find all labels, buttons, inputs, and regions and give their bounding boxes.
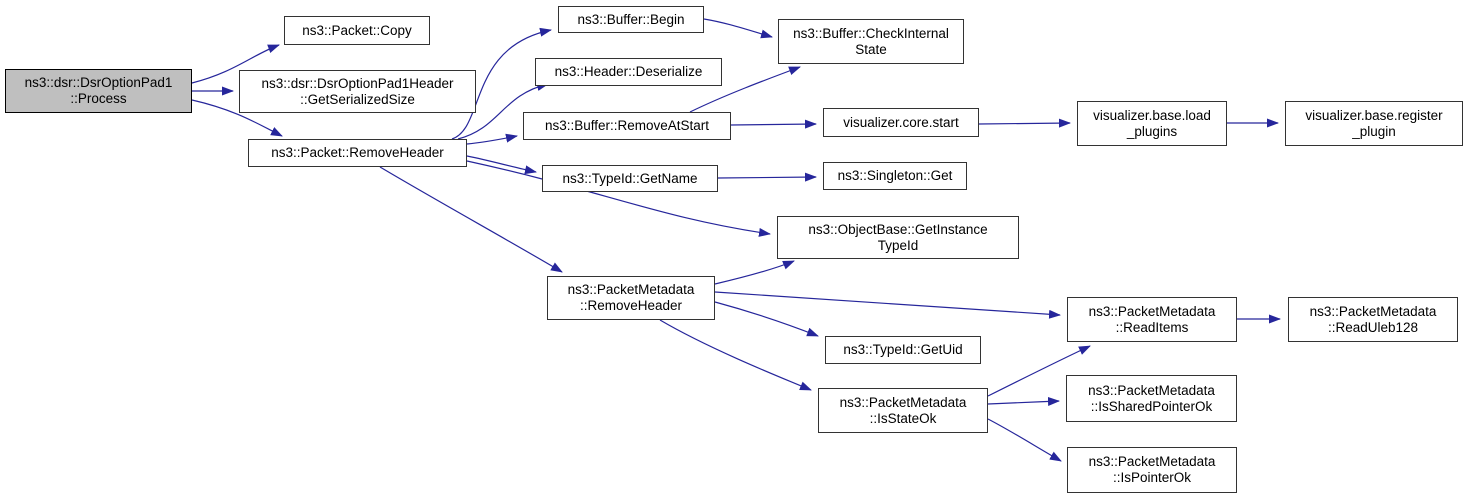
node-buffer-remove-at-start[interactable]: ns3::Buffer::RemoveAtStart <box>523 112 731 140</box>
edge-packet-metadata-is-state-ok--packet-metadata-is-pointer-ok <box>987 418 1062 462</box>
node-packet-metadata-remove-header[interactable]: ns3::PacketMetadata::RemoveHeader <box>547 276 715 320</box>
node-typeid-get-name[interactable]: ns3::TypeId::GetName <box>542 165 718 192</box>
edge-buffer-remove-at-start--buffer-check-internal-state <box>689 66 801 113</box>
edge-packet-metadata-remove-header--packet-metadata-is-state-ok <box>659 319 812 391</box>
node-packet-metadata-is-state-ok[interactable]: ns3::PacketMetadata::IsStateOk <box>818 388 988 433</box>
node-label-line: ns3::TypeId::GetUid <box>843 342 963 357</box>
node-typeid-get-uid[interactable]: ns3::TypeId::GetUid <box>825 336 981 364</box>
edge-typeid-get-name--singleton-get <box>717 172 817 182</box>
node-label-line: ::RemoveHeader <box>579 298 683 313</box>
node-label-line: ns3::dsr::DsrOptionPad1Header <box>261 75 454 91</box>
node-packet-copy[interactable]: ns3::Packet::Copy <box>284 16 430 45</box>
edge-packet-metadata-is-state-ok--packet-metadata-is-shared-pointer-ok <box>987 396 1060 406</box>
edge-packet-remove-header--header-deserialize <box>457 82 549 140</box>
edge-packet-remove-header--objectbase-get-instance-typeid <box>466 160 771 237</box>
edge-buffer-begin--buffer-check-internal-state <box>703 18 773 39</box>
node-label-line: ns3::Singleton::Get <box>837 168 953 183</box>
node-get-serialized-size[interactable]: ns3::dsr::DsrOptionPad1Header::GetSerial… <box>239 70 476 113</box>
edge-dsr-option-pad1-process--packet-copy <box>191 44 280 84</box>
edge-packet-remove-header--packet-metadata-remove-header <box>379 166 563 273</box>
node-label-line: ns3::PacketMetadata <box>1088 303 1216 319</box>
node-label-line: ns3::ObjectBase::GetInstance <box>808 221 988 237</box>
node-packet-metadata-is-pointer-ok[interactable]: ns3::PacketMetadata::IsPointerOk <box>1067 447 1237 493</box>
node-label-line: ns3::Packet::RemoveHeader <box>271 145 444 160</box>
node-buffer-begin[interactable]: ns3::Buffer::Begin <box>558 6 704 33</box>
node-label-line: ::IsPointerOk <box>1112 470 1192 485</box>
edge-packet-remove-header--typeid-get-name <box>466 155 537 175</box>
node-label-line: ::IsSharedPointerOk <box>1090 398 1213 414</box>
node-visualizer-base-load-plugins[interactable]: visualizer.base.load_plugins <box>1077 101 1227 146</box>
node-label-line: State <box>855 41 887 57</box>
node-header-deserialize[interactable]: ns3::Header::Deserialize <box>535 58 722 86</box>
node-packet-metadata-read-uleb128[interactable]: ns3::PacketMetadata::ReadUleb128 <box>1288 297 1458 342</box>
node-label-line: ns3::PacketMetadata <box>1088 454 1216 469</box>
node-packet-remove-header[interactable]: ns3::Packet::RemoveHeader <box>248 139 467 167</box>
node-label-line: ns3::PacketMetadata <box>1309 303 1437 319</box>
node-label-line: ns3::PacketMetadata <box>1088 382 1215 398</box>
node-label-line: ns3::PacketMetadata <box>567 282 695 297</box>
edge-packet-remove-header--buffer-remove-at-start <box>466 133 518 145</box>
node-visualizer-base-register-plugin[interactable]: visualizer.base.register_plugin <box>1285 101 1463 146</box>
edge-dsr-option-pad1-process--packet-remove-header <box>191 99 283 137</box>
node-label-line: ns3::PacketMetadata <box>839 394 967 410</box>
node-label-line: ::GetSerializedSize <box>300 91 415 107</box>
edge-visualizer-core-start--visualizer-base-load-plugins <box>978 118 1071 128</box>
node-label-line: _plugin <box>1352 123 1396 139</box>
node-label-line: ns3::Buffer::Begin <box>577 11 685 27</box>
edge-packet-metadata-is-state-ok--packet-metadata-read-items <box>987 345 1091 397</box>
node-label-line: _plugins <box>1126 123 1178 139</box>
node-label-line: ::ReadItems <box>1115 319 1189 335</box>
node-label-line: ::ReadUleb128 <box>1327 319 1419 335</box>
node-visualizer-core-start[interactable]: visualizer.core.start <box>823 108 979 137</box>
edge-packet-metadata-remove-header--packet-metadata-read-items <box>714 291 1061 319</box>
node-label-line: visualizer.base.register <box>1305 107 1443 123</box>
node-label-line: ::IsStateOk <box>869 410 937 426</box>
node-label-line: TypeId <box>877 237 919 253</box>
node-label-line: ns3::Header::Deserialize <box>554 64 703 79</box>
node-label-line: ns3::Buffer::RemoveAtStart <box>544 118 710 133</box>
edge-packet-metadata-remove-header--typeid-get-uid <box>714 301 819 337</box>
edge-packet-remove-header--buffer-begin <box>451 27 552 140</box>
node-label-line: visualizer.base.load <box>1093 107 1211 123</box>
edge-buffer-remove-at-start--visualizer-core-start <box>730 119 817 129</box>
node-label-line: ns3::Buffer::CheckInternal <box>793 25 949 41</box>
node-label-line: ns3::dsr::DsrOptionPad1 <box>24 75 173 90</box>
edge-packet-metadata-remove-header--objectbase-get-instance-typeid <box>714 260 795 285</box>
node-label-line: visualizer.core.start <box>843 114 959 130</box>
node-label-line: ::Process <box>70 91 127 106</box>
node-packet-metadata-is-shared-pointer-ok[interactable]: ns3::PacketMetadata::IsSharedPointerOk <box>1066 375 1237 422</box>
node-packet-metadata-read-items[interactable]: ns3::PacketMetadata::ReadItems <box>1067 297 1237 342</box>
node-singleton-get[interactable]: ns3::Singleton::Get <box>823 162 967 190</box>
node-dsr-option-pad1-process: ns3::dsr::DsrOptionPad1::Process <box>5 69 192 113</box>
node-label-line: ns3::TypeId::GetName <box>562 170 698 186</box>
node-label-line: ns3::Packet::Copy <box>302 22 412 38</box>
